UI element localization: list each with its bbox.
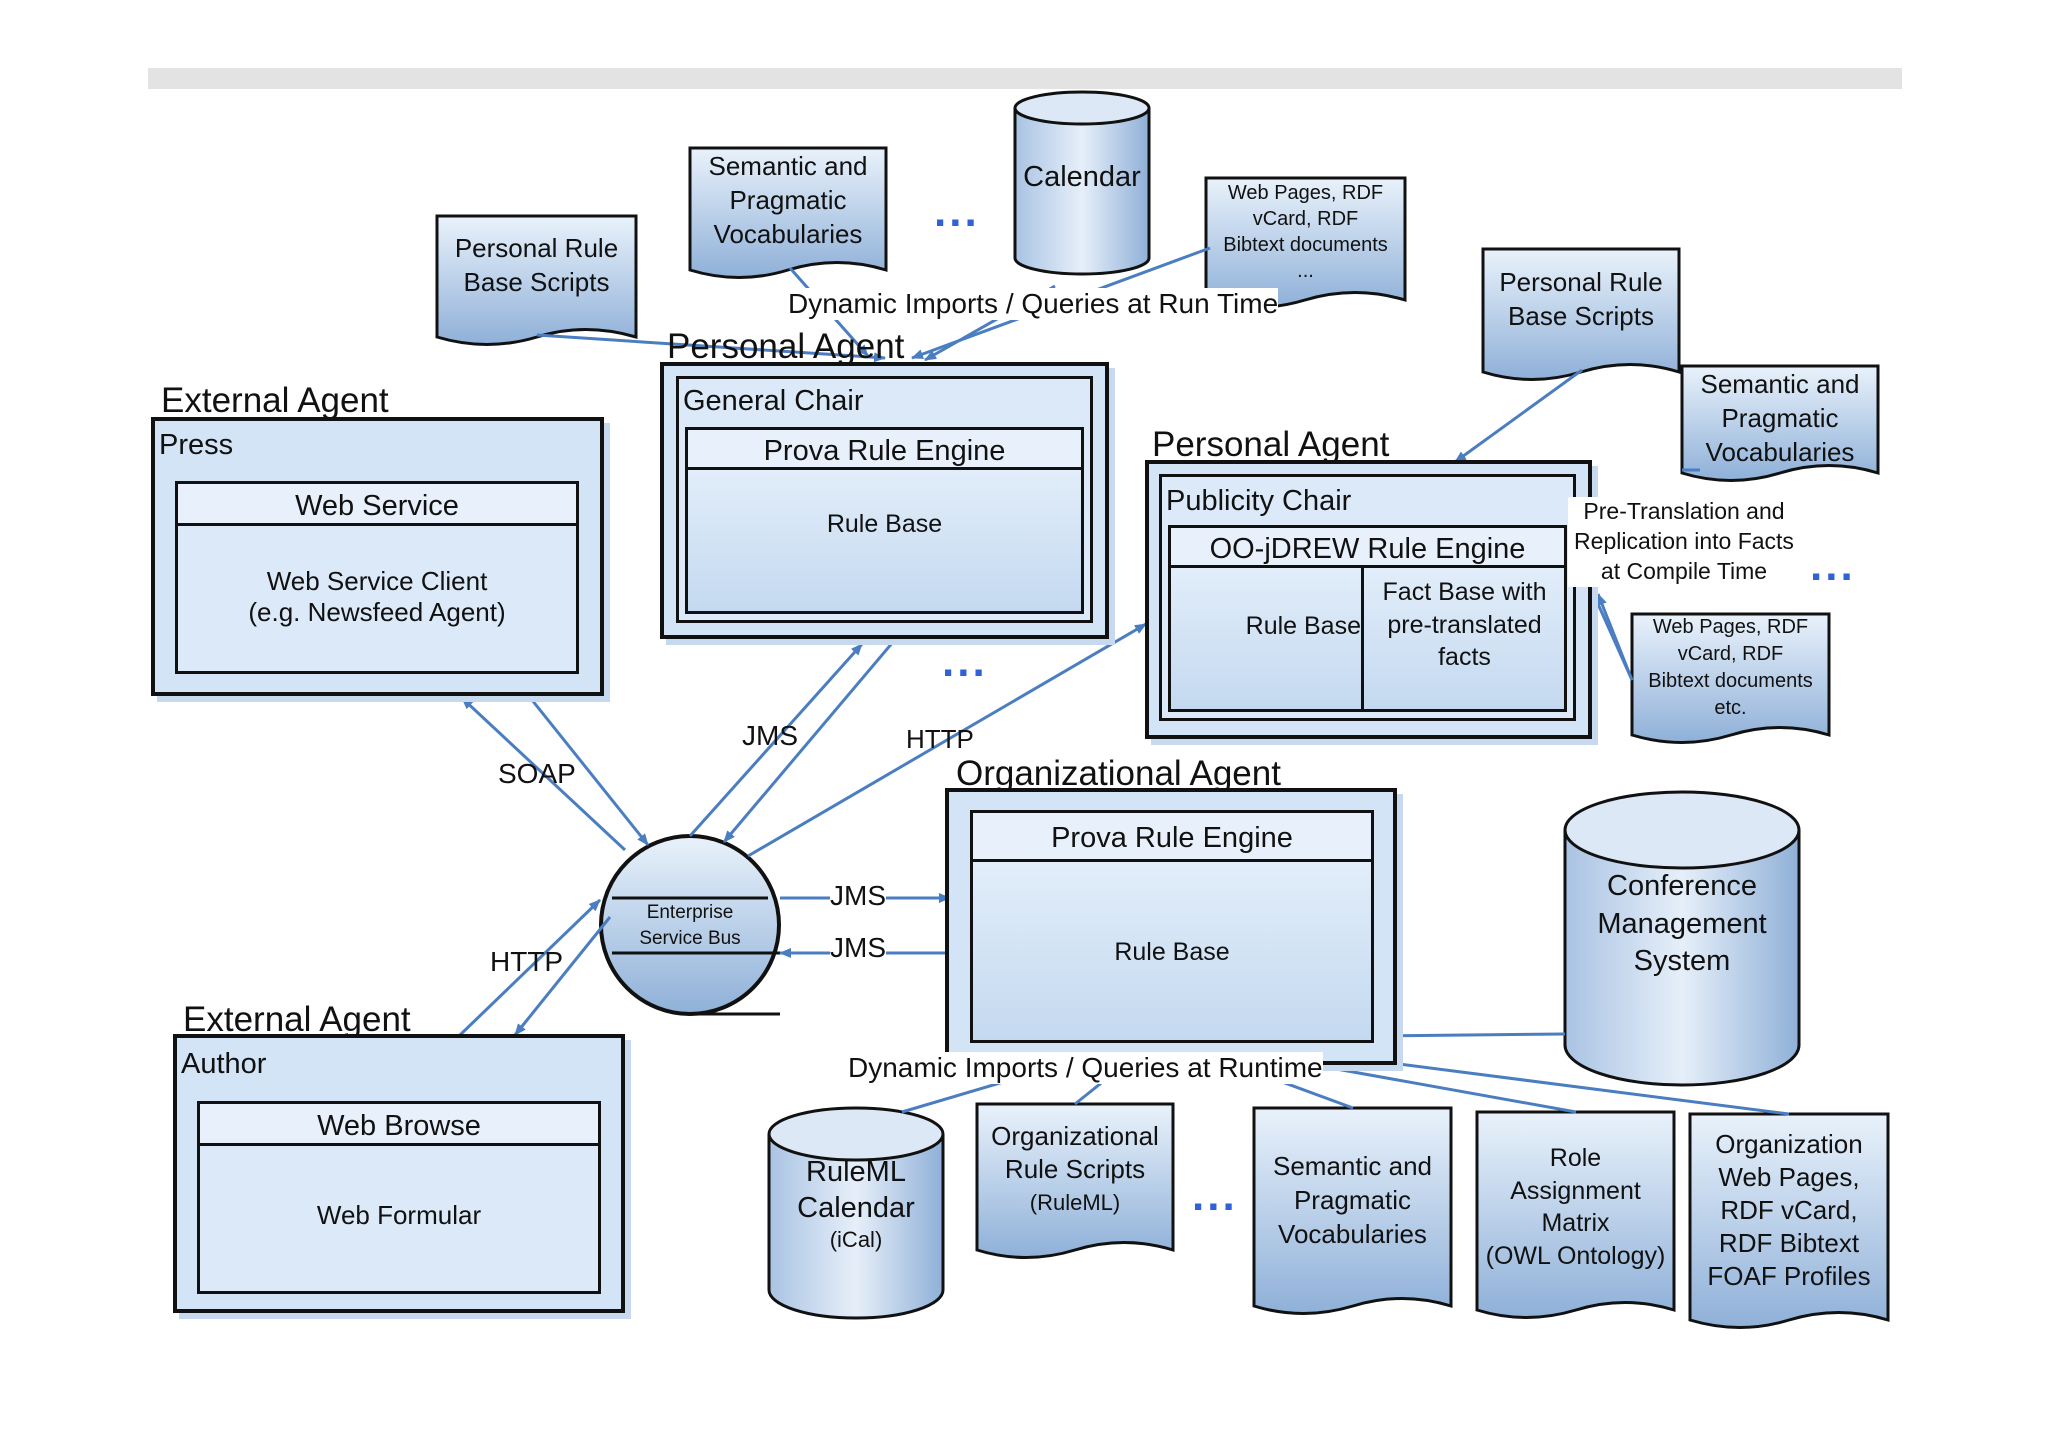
http-label-1: HTTP	[906, 724, 974, 754]
ellipsis-bottom: ...	[1192, 1171, 1238, 1220]
ellipsis-right: ...	[1810, 541, 1856, 590]
org-rule-scripts-sub-label: (RuleML)	[1029, 1190, 1121, 1215]
web-service-box: Web Service Web Service Client (e.g. New…	[175, 481, 579, 674]
prova-engine-general: Prova Rule Engine Rule Base	[685, 427, 1084, 614]
doc-semantic-bottom	[1252, 1106, 1453, 1315]
general-chair-box: General Chair Prova Rule Engine Rule Bas…	[676, 376, 1093, 623]
ext-agent-author: Author Web Browse Web Formular	[173, 1034, 625, 1313]
pa-general-chair: General Chair Prova Rule Engine Rule Bas…	[660, 362, 1109, 639]
oojdrew-engine-header: OO-jDREW Rule Engine	[1171, 528, 1564, 568]
rule-base-publicity-label: Rule Base	[1245, 612, 1361, 640]
doc-personal-rule-base-left	[435, 214, 638, 346]
esb-label: Enterprise Service Bus	[639, 902, 741, 949]
prova-engine-org: Prova Rule Engine Rule Base	[970, 810, 1374, 1043]
personal-rule-scripts-right-label: Personal Rule Base Scripts	[1499, 267, 1663, 331]
semantic-vocab-bottom-label: Semantic and Pragmatic Vocabularies	[1273, 1151, 1432, 1249]
doc-org-rule-scripts	[975, 1102, 1175, 1259]
jms-label-2: JMS	[830, 880, 886, 912]
web-browse-header: Web Browse	[200, 1104, 598, 1146]
semantic-vocab-top-label: Semantic and Pragmatic Vocabularies	[708, 151, 868, 249]
web-pages-top-label: Web Pages, RDF vCard, RDF Bibtext docume…	[1223, 182, 1388, 282]
org-agent-title: Organizational Agent	[956, 754, 1281, 793]
dyn-imports-top-label: Dynamic Imports / Queries at Run Time	[788, 288, 1279, 320]
doc-org-web-pages	[1688, 1112, 1890, 1329]
org-rule-scripts-label: Organizational Rule Scripts	[991, 1121, 1159, 1184]
publicity-chair-box: Publicity Chair OO-jDREW Rule Engine Rul…	[1159, 474, 1576, 721]
rule-base-org-label: Rule Base	[1114, 938, 1230, 966]
prova-engine-general-header: Prova Rule Engine	[688, 430, 1081, 470]
http-label-2: HTTP	[490, 946, 564, 977]
prova-engine-general-label: Prova Rule Engine	[763, 435, 1006, 467]
cylinder-shapes	[767, 90, 1801, 1320]
fact-base-label: Fact Base with pre-translated facts	[1382, 578, 1547, 671]
cylinder-calendar	[1013, 90, 1151, 276]
ellipsis-top: ...	[934, 187, 980, 236]
oojdrew-engine-label: OO-jDREW Rule Engine	[1209, 533, 1526, 565]
ext-agent-press-role: Press	[159, 429, 234, 461]
ellipsis-middle: ...	[942, 637, 988, 686]
cylinder-ruleml-calendar	[767, 1106, 945, 1320]
publicity-chair-label: Publicity Chair	[1166, 485, 1352, 517]
pa-general-title: Personal Agent	[667, 327, 905, 366]
web-pages-right-label: Web Pages, RDF vCard, RDF Bibtext docume…	[1648, 616, 1813, 719]
doc-semantic-right	[1680, 364, 1880, 482]
web-browse-label: Web Browse	[317, 1110, 481, 1142]
org-web-pages-label: Organization Web Pages, RDF vCard, RDF B…	[1707, 1129, 1871, 1292]
pa-publicity-title: Personal Agent	[1152, 425, 1390, 464]
doc-shapes	[435, 146, 1890, 1329]
web-formular-label: Web Formular	[316, 1200, 482, 1230]
doc-semantic-top	[688, 146, 888, 279]
oojdrew-engine: OO-jDREW Rule Engine Rule Base Fact Base…	[1168, 525, 1567, 712]
web-service-client-label: Web Service Client (e.g. Newsfeed Agent)	[248, 566, 506, 628]
jms-label-3: JMS	[830, 932, 886, 964]
personal-rule-scripts-left-label: Personal Rule Base Scripts	[454, 233, 619, 297]
semantic-vocab-right-label: Semantic and Pragmatic Vocabularies	[1700, 369, 1860, 467]
organizational-agent: Prova Rule Engine Rule Base	[945, 788, 1397, 1065]
cylinder-conference-system	[1563, 790, 1801, 1087]
web-browse-box: Web Browse Web Formular	[197, 1101, 601, 1294]
pre-translation-label: Pre-Translation and Replication into Fac…	[1568, 497, 1800, 587]
calendar-label: Calendar	[1023, 161, 1141, 193]
dyn-imports-bottom-label: Dynamic Imports / Queries at Runtime	[848, 1052, 1323, 1084]
jms-label-1: JMS	[742, 720, 798, 751]
ext-agent-press: Press Web Service Web Service Client (e.…	[151, 417, 604, 696]
ruleml-calendar-label: RuleML Calendar	[797, 1156, 915, 1225]
rule-base-general-label: Rule Base	[826, 510, 943, 538]
ext-agent-author-title: External Agent	[183, 1000, 411, 1039]
prova-engine-org-label: Prova Rule Engine	[1051, 822, 1293, 854]
pa-publicity-chair: Publicity Chair OO-jDREW Rule Engine Rul…	[1145, 460, 1592, 739]
ruleml-calendar-sub-label: (iCal)	[829, 1227, 883, 1252]
web-service-header: Web Service	[178, 484, 576, 526]
general-chair-label: General Chair	[683, 385, 864, 417]
engine-divider	[1361, 568, 1364, 709]
web-service-label: Web Service	[295, 490, 459, 522]
doc-web-pages-right	[1630, 612, 1831, 744]
doc-role-matrix	[1475, 1110, 1676, 1319]
ext-agent-author-role: Author	[181, 1048, 267, 1080]
prova-engine-org-header: Prova Rule Engine	[973, 813, 1371, 862]
role-matrix-label: Role Assignment Matrix (OWL Ontology)	[1485, 1144, 1666, 1270]
soap-label: SOAP	[498, 758, 576, 789]
header-bar	[148, 68, 1902, 89]
conference-system-label: Conference Management System	[1597, 870, 1767, 978]
ext-agent-press-title: External Agent	[161, 381, 389, 420]
